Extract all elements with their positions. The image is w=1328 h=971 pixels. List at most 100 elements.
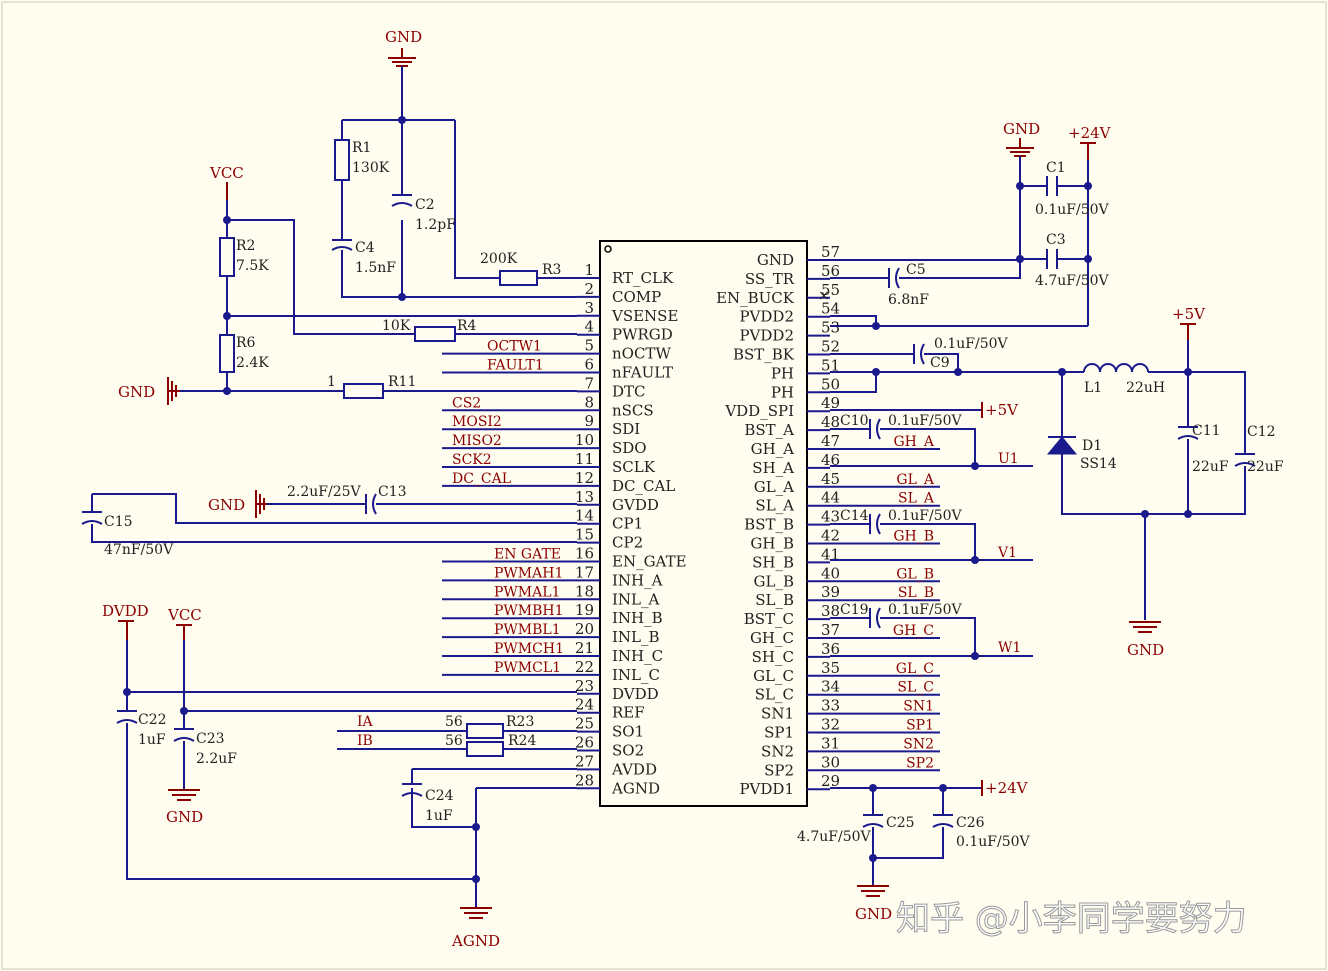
resistor-r4[interactable]: 10K R4 xyxy=(382,318,477,342)
capacitor-c26[interactable]: C26 0.1uF/50V xyxy=(932,814,1031,850)
capacitor-c9[interactable]: 0.1uF/50V C9 xyxy=(913,336,1009,371)
resistor-r2[interactable]: R2 7.5K xyxy=(219,237,269,277)
capacitor-c11[interactable]: C11 22uF xyxy=(1177,423,1229,475)
pin-name: BST_B xyxy=(744,516,794,534)
ic-drv8301[interactable] xyxy=(599,240,808,807)
capacitor-c14[interactable]: C14 0.1uF/50V xyxy=(840,508,963,535)
pin-name: SDO xyxy=(612,439,647,457)
pin-name: GL_C xyxy=(753,667,794,685)
capacitor-c5[interactable]: C5 6.8nF xyxy=(888,262,929,308)
capacitor-c15[interactable]: C15 47nF/50V xyxy=(81,511,174,558)
capacitor-c4[interactable]: C4 1.5nF xyxy=(331,239,396,276)
net-label-right: SN2 xyxy=(830,736,940,753)
resistor-r1[interactable]: R1 130K xyxy=(334,139,390,181)
net-w1: W1 xyxy=(998,640,1021,656)
capacitor-c12[interactable]: C12 22uF xyxy=(1234,424,1284,475)
capacitor-c2[interactable]: C2 1.2pF xyxy=(391,194,456,233)
inductor-l1[interactable]: L1 22uH xyxy=(1083,363,1165,396)
svg-text:R3: R3 xyxy=(542,262,561,278)
capacitor-c13[interactable]: 2.2uF/25V C13 xyxy=(287,484,407,515)
resistor-r11[interactable]: 1 R11 xyxy=(327,374,416,399)
pin-number: 26 xyxy=(575,734,594,752)
capacitor-c19[interactable]: C19 0.1uF/50V xyxy=(840,602,963,629)
vcc-top: VCC xyxy=(209,164,244,200)
diode-d1[interactable]: D1 SS14 xyxy=(1046,430,1117,472)
capacitor-c1[interactable]: C1 0.1uF/50V xyxy=(1035,160,1110,218)
pin-number: 3 xyxy=(584,299,594,317)
capacitor-c25[interactable]: C25 4.7uF/50V xyxy=(797,814,915,845)
capacitor-c10[interactable]: C10 0.1uF/50V xyxy=(840,413,963,440)
capacitor-c22[interactable]: C22 1uF xyxy=(116,710,167,748)
net-label-left: PWMCL1 xyxy=(442,660,577,676)
svg-text:C14: C14 xyxy=(840,508,869,524)
pin-number: 18 xyxy=(575,582,594,600)
resistor-r24[interactable]: 56 R24 xyxy=(445,733,536,757)
pin-number: 20 xyxy=(575,620,594,638)
capacitor-c24[interactable]: C24 1uF xyxy=(401,783,454,824)
capacitor-c23[interactable]: C23 2.2uF xyxy=(173,728,237,767)
resistor-r6[interactable]: R6 2.4K xyxy=(219,334,269,373)
pin-name: EN_GATE xyxy=(612,553,687,571)
resistor-r23[interactable]: 56 R23 xyxy=(445,714,534,739)
capacitor-c3[interactable]: C3 4.7uF/50V xyxy=(1035,232,1110,289)
resistor-r3[interactable]: 200K R3 xyxy=(480,251,561,286)
